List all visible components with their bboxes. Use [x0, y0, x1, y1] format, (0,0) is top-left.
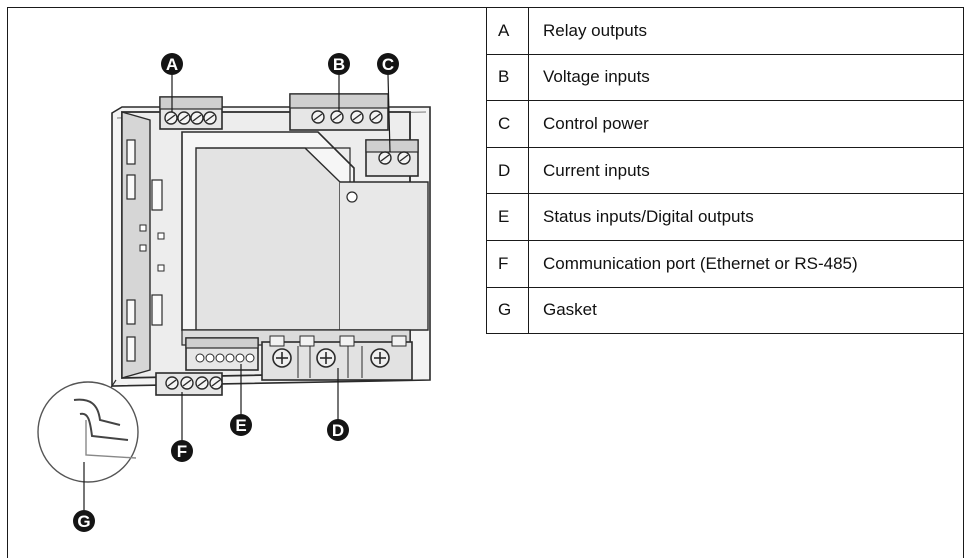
status-input-terminal	[185, 337, 259, 371]
legend-row: B Voltage inputs	[486, 53, 964, 102]
callout-a-label: A	[166, 55, 178, 74]
legend-key: A	[486, 7, 529, 55]
legend-row: C Control power	[486, 100, 964, 148]
legend-key: C	[486, 100, 529, 148]
legend-label: Gasket	[528, 286, 964, 335]
legend-row: D Current inputs	[486, 146, 964, 195]
legend-label: Status inputs/Digital outputs	[528, 193, 964, 241]
callout-a: A	[161, 53, 183, 75]
meter-housing	[121, 111, 429, 379]
callout-f: F	[171, 440, 193, 462]
current-input-terminals	[261, 335, 413, 381]
legend-key: D	[486, 146, 529, 195]
legend-key: F	[486, 239, 529, 288]
legend-key: G	[486, 286, 529, 335]
legend-label: Relay outputs	[528, 7, 964, 55]
callout-b: B	[328, 53, 350, 75]
callout-c: C	[377, 53, 399, 75]
callout-f-label: F	[177, 442, 187, 461]
document-frame	[7, 7, 964, 558]
callout-g-label: G	[77, 512, 90, 531]
legend-label: Communication port (Ethernet or RS-485)	[528, 239, 964, 288]
callout-c-label: C	[382, 55, 394, 74]
gasket-detail-magnifier	[37, 379, 139, 483]
communication-port-terminal	[155, 372, 223, 396]
legend-row: G Gasket	[486, 286, 964, 335]
meter-rear-view-diagram: A B C D E F G	[37, 53, 431, 532]
relay-output-terminal	[159, 96, 223, 130]
callout-d-label: D	[332, 421, 344, 440]
component-legend-table: A Relay outputs B Voltage inputs C Contr…	[486, 7, 964, 335]
legend-row: E Status inputs/Digital outputs	[486, 193, 964, 241]
legend-label: Voltage inputs	[528, 53, 964, 102]
legend-row: F Communication port (Ethernet or RS-485…	[486, 239, 964, 288]
callout-d: D	[327, 419, 349, 441]
callout-leaders	[83, 74, 391, 510]
legend-label: Current inputs	[528, 146, 964, 195]
legend-row: A Relay outputs	[486, 7, 964, 55]
callout-e-label: E	[235, 416, 246, 435]
callout-b-label: B	[333, 55, 345, 74]
callout-e: E	[230, 414, 252, 436]
legend-key: E	[486, 193, 529, 241]
callout-g: G	[73, 510, 95, 532]
control-power-terminal	[365, 139, 419, 177]
legend-label: Control power	[528, 100, 964, 148]
legend-key: B	[486, 53, 529, 102]
